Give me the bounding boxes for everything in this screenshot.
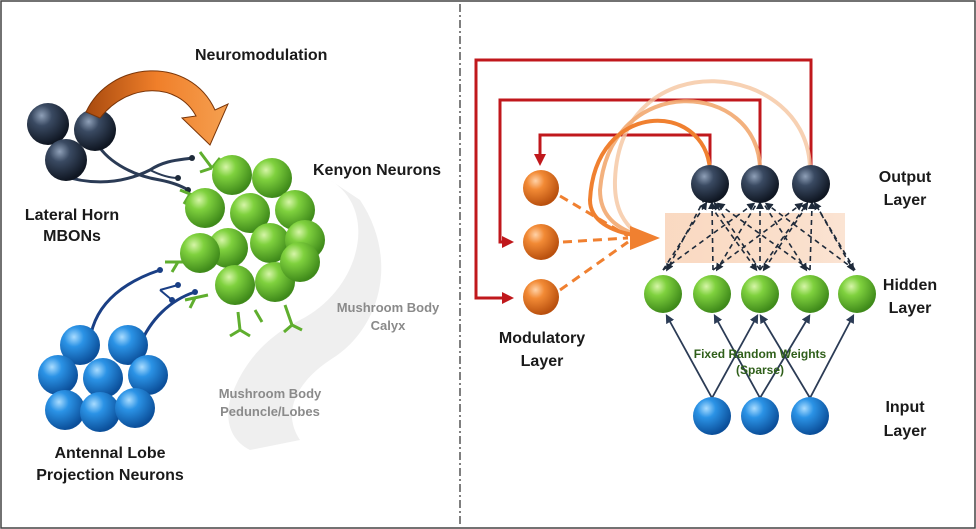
hidden-neuron [741,275,779,313]
input-neuron [791,397,829,435]
peduncle-label-line2: Peduncle/Lobes [220,404,320,419]
projection-neuron [80,392,120,432]
projection-neuron [83,358,123,398]
hidden-layer-label-line1: Hidden [883,277,937,294]
projection-axon [159,284,179,301]
projection-axon [88,268,161,341]
kenyon-neuron-cluster [180,155,325,305]
neuromodulation-label: Neuromodulation [195,47,327,64]
modulatory-neuron [523,279,559,315]
hidden-output-connections [662,201,856,271]
weights-band [665,213,845,263]
lateral-horn-axon [149,169,179,179]
weights-label-line1: Fixed Random Weights [694,347,827,361]
lateral-horn-axon [59,156,193,184]
input-layer-label-line2: Layer [884,423,927,440]
projection-neuron [115,388,155,428]
hidden-layer-label-line2: Layer [889,300,932,317]
lateral-horn-axon [93,139,189,192]
kenyon-neuron [212,155,252,195]
calyx-label-line1: Mushroom Body [337,300,440,315]
hidden-neuron [838,275,876,313]
hidden-neuron [791,275,829,313]
output-neuron [792,165,830,203]
modulatory-layer-label-line1: Modulatory [499,330,585,347]
axon-terminal [189,155,195,161]
lateral-horn-neuron [74,109,116,151]
feedback-arrow-inner [534,133,712,168]
kenyon-neuron [250,223,290,263]
weights-label-line2: (Sparse) [736,363,784,377]
modulatory-neuron [523,170,559,206]
projection-neurons-label: Projection Neurons [36,467,184,484]
calyx-label-line2: Calyx [371,318,406,333]
projection-neuron [128,355,168,395]
projection-neuron [108,325,148,365]
modulatory-neuron [523,224,559,260]
neuromodulation-arrow [85,70,229,146]
projection-neuron [45,390,85,430]
output-hidden-connections [666,197,854,272]
kenyon-neuron [252,158,292,198]
lateral-horn-neuron [45,139,87,181]
hidden-neuron [693,275,731,313]
modulation-arcs [587,79,812,238]
lateral-horn-neuron [27,103,69,145]
output-neuron [691,165,729,203]
input-neuron [693,397,731,435]
lateral-horn-label: Lateral Horn [25,207,119,224]
axon-terminal [175,282,181,288]
input-neuron [741,397,779,435]
kenyon-neuron [180,233,220,273]
axon-terminal [157,267,163,273]
feedback-arrow-middle [498,98,762,248]
output-layer-label-line2: Layer [884,192,927,209]
projection-neuron-cluster [38,325,168,432]
antennal-lobe-label: Antennal Lobe [54,445,165,462]
kenyon-neuron [230,193,270,233]
axon-terminal [175,175,181,181]
input-hidden-connections [665,314,855,399]
feedback-arrow-outer [474,58,813,304]
projection-neuron [38,355,78,395]
axon-terminal [192,289,198,295]
projection-neuron [60,325,100,365]
output-neuron [741,165,779,203]
modulatory-layer-label-line2: Layer [521,353,564,370]
mushroom-body-shape [228,180,382,450]
kenyon-neurons-label: Kenyon Neurons [313,162,441,179]
kenyon-neuron [185,188,225,228]
input-layer-label-line1: Input [885,399,925,416]
modulatory-arrows [559,194,629,292]
peduncle-label-line1: Mushroom Body [219,386,322,401]
axon-terminal [169,297,175,303]
hidden-neuron [644,275,682,313]
kenyon-neuron [280,242,320,282]
mbons-label: MBONs [43,228,101,245]
modulation-arrowhead [630,226,660,250]
output-layer-label-line1: Output [879,169,932,186]
kenyon-neuron [215,265,255,305]
